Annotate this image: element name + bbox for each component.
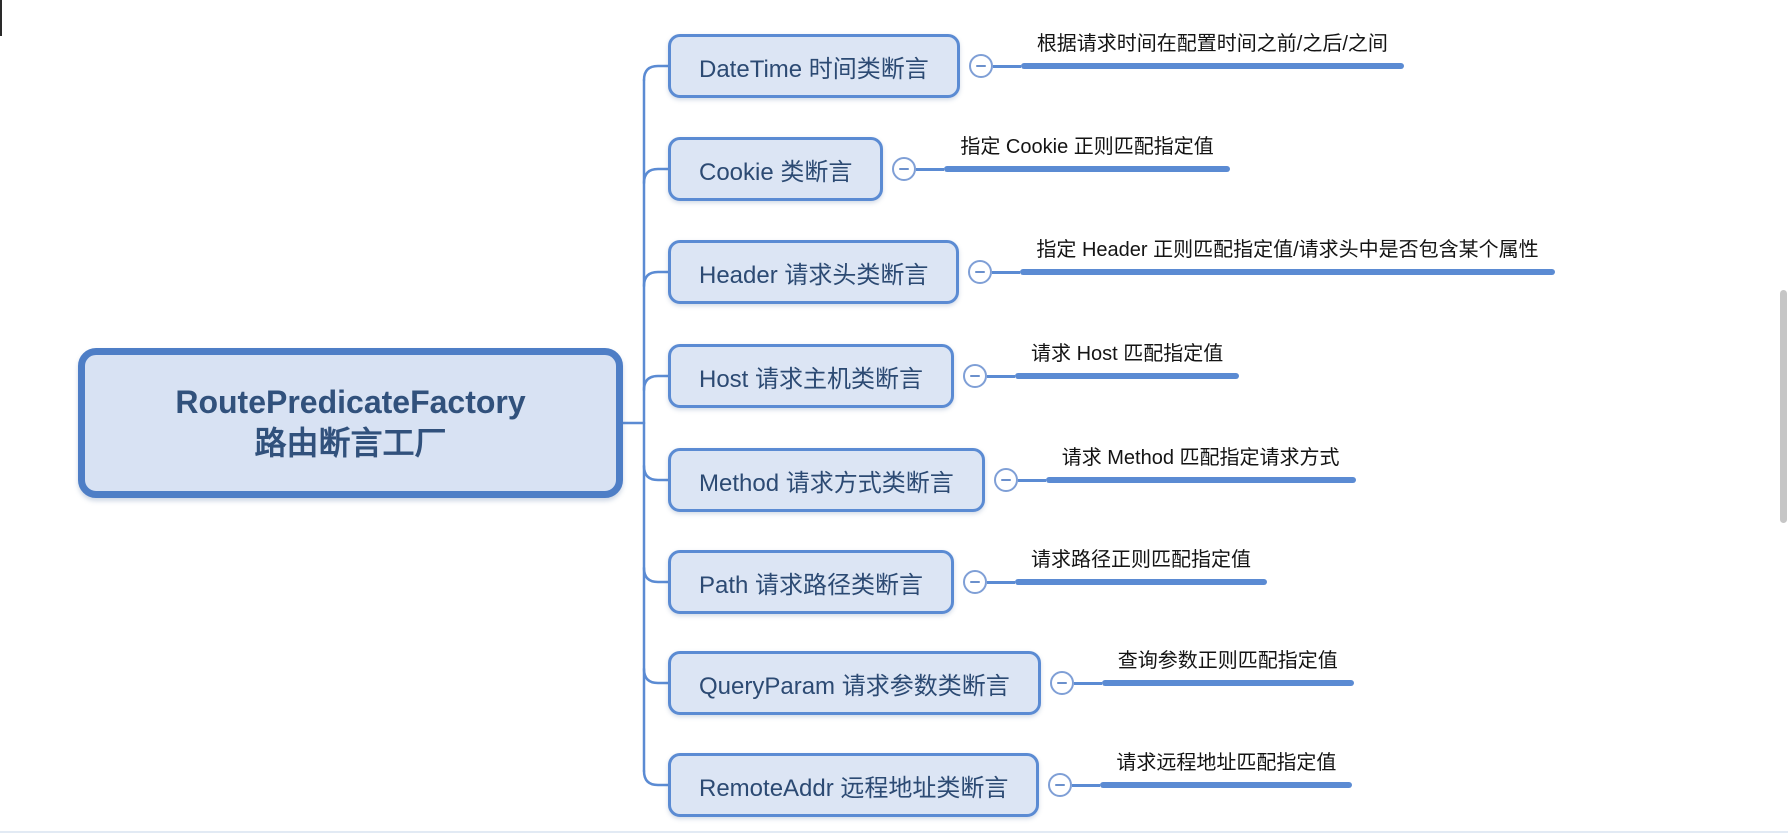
minus-icon — [975, 65, 986, 67]
connector-branch-7 — [642, 667, 672, 685]
collapse-button[interactable] — [963, 364, 988, 388]
window-edge-artifact — [0, 0, 2, 36]
branch-node-datetime[interactable]: DateTime 时间类断言 — [668, 34, 960, 98]
leaf-label: 请求 Method 匹配指定请求方式 — [1061, 447, 1340, 469]
branch-row-host: Host 请求主机类断言 请求 Host 匹配指定值 — [668, 343, 1240, 408]
collapse-button[interactable] — [963, 570, 988, 594]
collapse-button[interactable] — [892, 157, 917, 181]
branch-row-datetime: DateTime 时间类断言 根据请求时间在配置时间之前/之后/之间 — [668, 33, 1404, 98]
leaf-label: 请求远程地址匹配指定值 — [1116, 752, 1337, 774]
collapse-button[interactable] — [968, 54, 993, 78]
branch-link-line — [1072, 783, 1101, 787]
leaf-node[interactable]: 请求 Method 匹配指定请求方式 — [1045, 441, 1356, 483]
leaf-underline — [1015, 579, 1268, 585]
minus-icon — [1056, 682, 1067, 684]
branch-link-line — [1073, 681, 1102, 685]
branch-node-method[interactable]: Method 请求方式类断言 — [668, 448, 985, 512]
branch-node-cookie[interactable]: Cookie 类断言 — [668, 137, 884, 201]
branch-label: Header 请求头类断言 — [699, 261, 929, 289]
branch-node-host[interactable]: Host 请求主机类断言 — [668, 344, 955, 408]
leaf-label: 根据请求时间在配置时间之前/之后/之间 — [1036, 33, 1388, 55]
leaf-label: 指定 Cookie 正则匹配指定值 — [960, 136, 1214, 158]
branch-label: DateTime 时间类断言 — [699, 55, 929, 83]
connector-branch-4 — [642, 374, 672, 392]
branch-label: Path 请求路径类断言 — [699, 571, 924, 599]
branch-link-line — [987, 580, 1016, 584]
leaf-underline — [1020, 269, 1555, 275]
minus-icon — [899, 168, 910, 170]
minus-icon — [1055, 784, 1066, 786]
leaf-label: 查询参数正则匹配指定值 — [1117, 650, 1338, 672]
branch-row-method: Method 请求方式类断言 请求 Method 匹配指定请求方式 — [668, 447, 1356, 512]
branch-row-queryparam: QueryParam 请求参数类断言 查询参数正则匹配指定值 — [668, 650, 1354, 715]
leaf-underline — [1015, 373, 1240, 379]
branch-label: Host 请求主机类断言 — [699, 365, 924, 393]
collapse-button[interactable] — [968, 260, 993, 284]
root-node[interactable]: RoutePredicateFactory 路由断言工厂 — [78, 348, 623, 498]
minus-icon — [970, 581, 981, 583]
collapse-button[interactable] — [1049, 671, 1074, 695]
leaf-node[interactable]: 根据请求时间在配置时间之前/之后/之间 — [1020, 27, 1404, 69]
minus-icon — [1000, 479, 1011, 481]
leaf-label: 请求 Host 匹配指定值 — [1031, 343, 1224, 365]
branch-row-path: Path 请求路径类断言 请求路径正则匹配指定值 — [668, 549, 1268, 614]
branch-row-remoteaddr: RemoteAddr 远程地址类断言 请求远程地址匹配指定值 — [668, 752, 1353, 817]
collapse-button[interactable] — [993, 468, 1018, 492]
connector-branch-2 — [642, 167, 672, 185]
bottom-border-line — [0, 831, 1788, 833]
branch-label: RemoteAddr 远程地址类断言 — [699, 774, 1009, 802]
connector-branch-1 — [642, 64, 672, 82]
branch-node-queryparam[interactable]: QueryParam 请求参数类断言 — [668, 651, 1041, 715]
leaf-underline — [1100, 782, 1353, 788]
branch-link-line — [987, 374, 1016, 378]
minus-icon — [975, 271, 986, 273]
leaf-node[interactable]: 指定 Header 正则匹配指定值/请求头中是否包含某个属性 — [1020, 233, 1555, 275]
leaf-node[interactable]: 请求 Host 匹配指定值 — [1015, 337, 1240, 379]
branch-label: Cookie 类断言 — [699, 158, 853, 186]
leaf-node[interactable]: 请求路径正则匹配指定值 — [1015, 543, 1268, 585]
branch-link-line — [1017, 478, 1046, 482]
connector-branch-6 — [642, 566, 672, 584]
leaf-underline — [1101, 680, 1354, 686]
leaf-underline — [1045, 477, 1356, 483]
leaf-label: 请求路径正则匹配指定值 — [1031, 549, 1252, 571]
branch-node-path[interactable]: Path 请求路径类断言 — [668, 550, 955, 614]
branch-row-cookie: Cookie 类断言 指定 Cookie 正则匹配指定值 — [668, 136, 1230, 201]
leaf-underline — [1020, 63, 1404, 69]
branch-link-line — [916, 167, 945, 171]
connector-branch-3 — [642, 270, 672, 288]
leaf-node[interactable]: 请求远程地址匹配指定值 — [1100, 746, 1353, 788]
vertical-scrollbar-thumb[interactable] — [1780, 290, 1787, 523]
connector-branch-8 — [642, 769, 672, 787]
connector-branch-5 — [642, 464, 672, 482]
branch-link-line — [992, 64, 1021, 68]
root-title-line2: 路由断言工厂 — [254, 425, 447, 461]
collapse-button[interactable] — [1048, 773, 1073, 797]
branch-link-line — [992, 270, 1021, 274]
branch-label: Method 请求方式类断言 — [699, 469, 954, 497]
leaf-underline — [944, 166, 1230, 172]
branch-node-header[interactable]: Header 请求头类断言 — [668, 240, 960, 304]
branch-row-header: Header 请求头类断言 指定 Header 正则匹配指定值/请求头中是否包含… — [668, 239, 1555, 304]
minus-icon — [970, 375, 981, 377]
leaf-label: 指定 Header 正则匹配指定值/请求头中是否包含某个属性 — [1036, 239, 1539, 261]
leaf-node[interactable]: 指定 Cookie 正则匹配指定值 — [944, 130, 1230, 172]
branch-label: QueryParam 请求参数类断言 — [699, 672, 1010, 700]
root-title-line1: RoutePredicateFactory — [175, 384, 526, 421]
branch-node-remoteaddr[interactable]: RemoteAddr 远程地址类断言 — [668, 753, 1040, 817]
leaf-node[interactable]: 查询参数正则匹配指定值 — [1101, 644, 1354, 686]
